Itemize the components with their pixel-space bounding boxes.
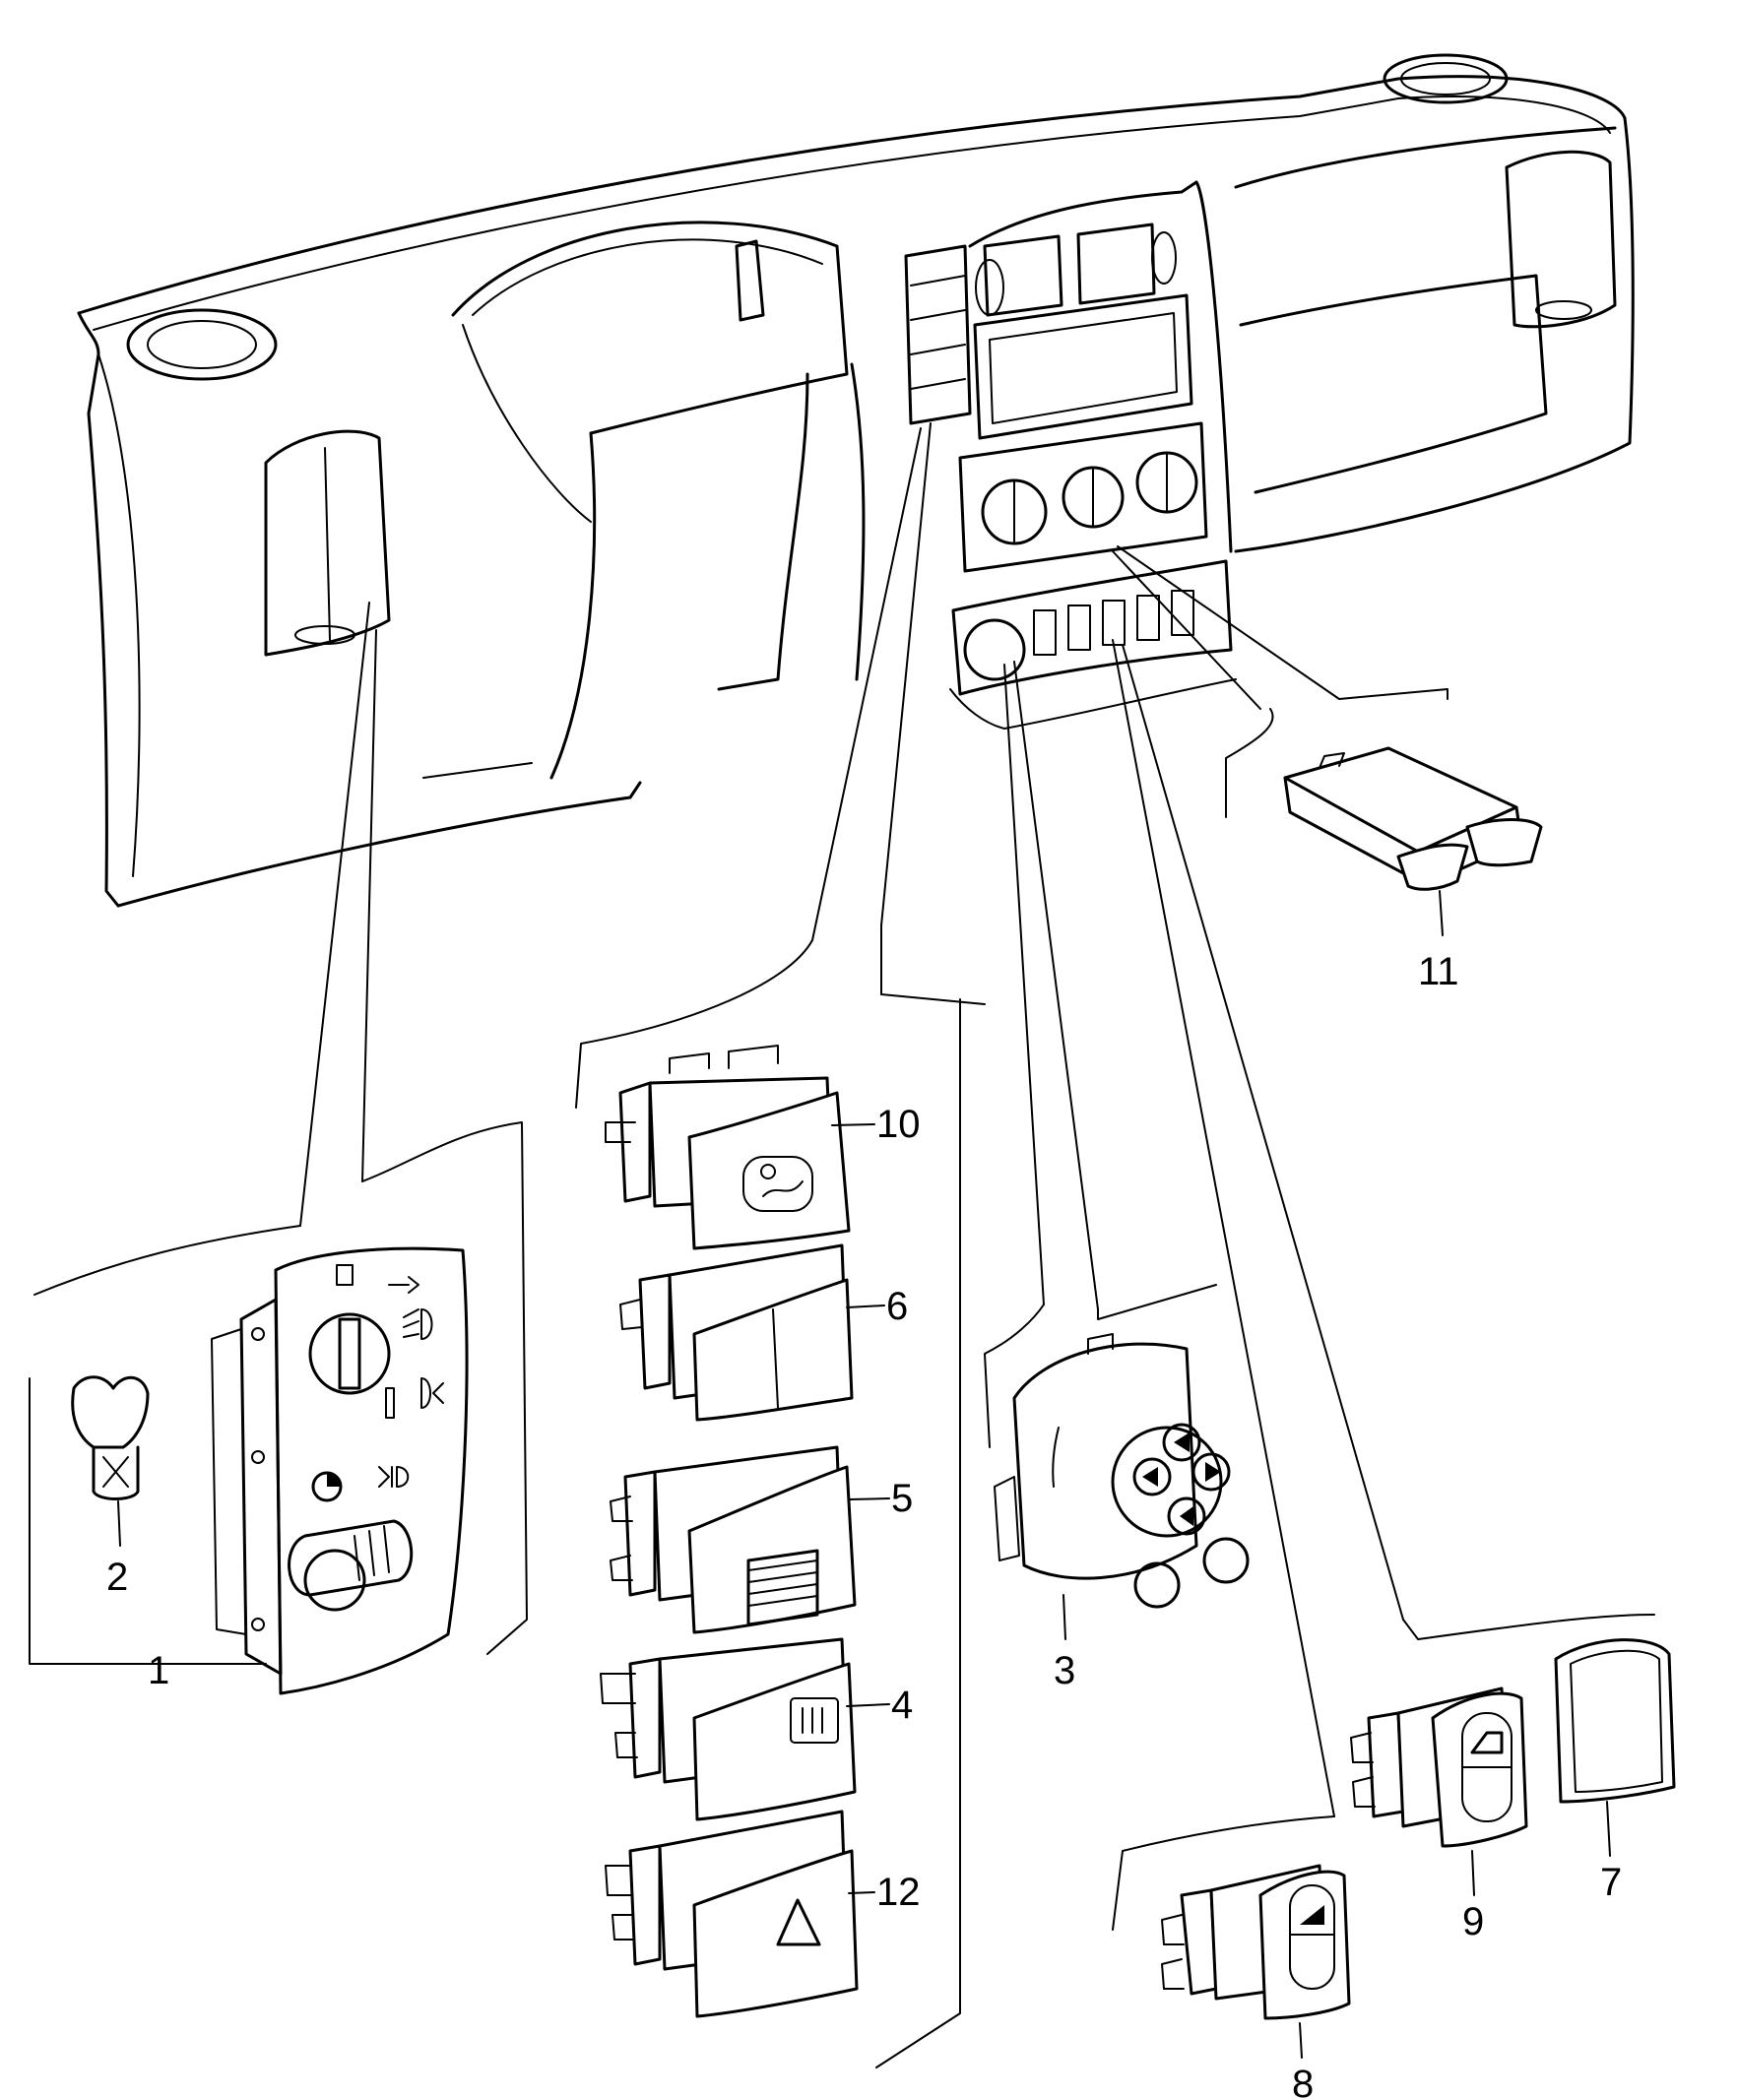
light-switch-icon xyxy=(211,1246,469,1695)
callout-4: 4 xyxy=(891,1684,913,1727)
rocker-switch-icon xyxy=(619,1243,854,1422)
callout-8: 8 xyxy=(1292,2063,1314,2100)
callout-ticks xyxy=(831,1123,890,1894)
callout-9: 9 xyxy=(1462,1900,1484,1943)
ventilation-switch-icon xyxy=(605,1045,851,1250)
callout-2: 2 xyxy=(106,1556,128,1599)
callout-5: 5 xyxy=(891,1477,913,1520)
rocker-switch-icon xyxy=(1554,1638,1676,1857)
callout-12: 12 xyxy=(876,1871,921,1914)
rocker-switch-icon xyxy=(610,1445,857,1634)
bulb-icon xyxy=(71,1375,150,1547)
callout-3: 3 xyxy=(1054,1649,1075,1692)
callout-6: 6 xyxy=(886,1285,908,1328)
group-boundaries xyxy=(29,688,1655,2068)
rocker-switch-icon xyxy=(1283,746,1543,936)
callout-11: 11 xyxy=(1418,950,1459,993)
callout-1: 1 xyxy=(148,1649,169,1692)
hazard-warning-icon xyxy=(605,1810,859,2018)
callout-7: 7 xyxy=(1600,1861,1622,1904)
callout-10: 10 xyxy=(876,1103,921,1146)
mirror-adjust-switch-icon xyxy=(994,1333,1250,1640)
rear-window-defroster-icon xyxy=(600,1637,857,1821)
window-lift-switch-icon xyxy=(1161,1864,1351,2059)
callout-labels: 1 2 3 4 5 6 7 8 9 10 11 12 xyxy=(106,950,1622,2100)
window-lift-switch-icon xyxy=(1350,1686,1528,1896)
leader-lines xyxy=(299,422,1404,1817)
dashboard-outline xyxy=(77,53,1635,908)
